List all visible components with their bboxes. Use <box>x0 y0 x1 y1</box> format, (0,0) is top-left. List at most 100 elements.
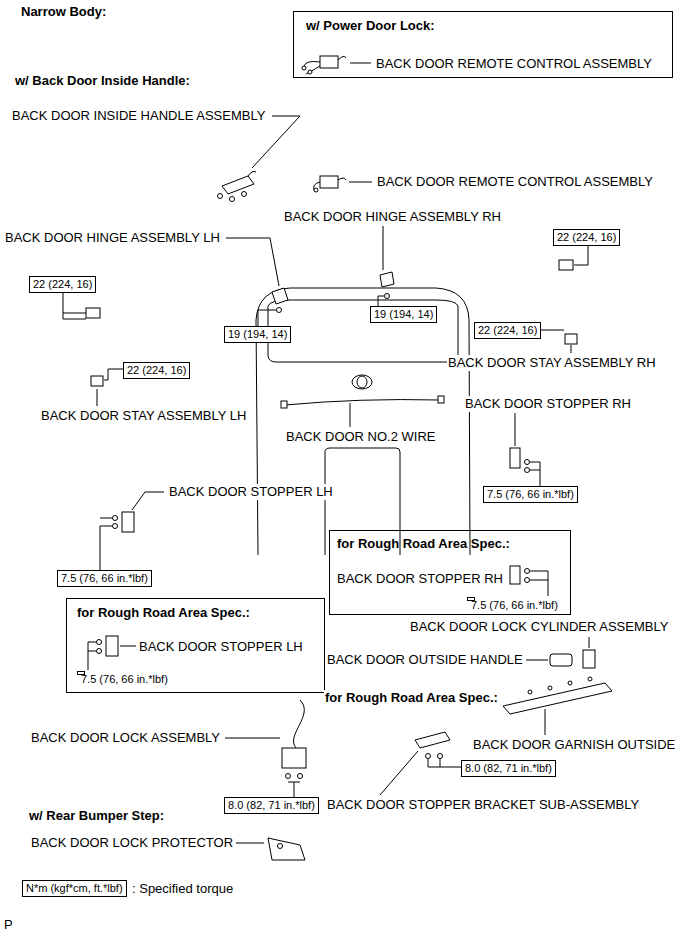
stopper-rh-part <box>510 448 520 468</box>
part-name: BACK DOOR STAY ASSEMBLY LH <box>40 408 247 424</box>
torque-spec: 19 (194, 14) <box>370 306 437 323</box>
back-door-part <box>357 376 367 388</box>
part-name: BACK DOOR STOPPER RH <box>337 571 503 587</box>
stopper-rh-rough-road-part <box>525 569 530 574</box>
part-name: BACK DOOR LOCK CYLINDER ASSEMBLY <box>409 619 669 635</box>
torque-value: 19 (194, 14) <box>374 308 433 321</box>
inside-handle <box>218 116 301 202</box>
section-heading: Narrow Body: <box>20 4 107 20</box>
stay-rh <box>541 244 588 353</box>
part-name: BACK DOOR STAY ASSEMBLY RH <box>447 355 657 371</box>
remote-control-part <box>314 178 346 190</box>
hinge-lh-part <box>272 288 288 304</box>
torque-spec: 19 (194, 14) <box>224 326 291 343</box>
remote-control-power-lock-part <box>304 56 346 74</box>
lock-assembly-part <box>225 738 280 739</box>
hinge-rh-part <box>378 296 384 306</box>
hinge-lh-part <box>277 308 282 313</box>
hinge-rh-part <box>380 272 394 287</box>
part-name: BACK DOOR STOPPER RH <box>464 396 632 412</box>
stay-lh-part <box>63 290 86 319</box>
part-name: BACK DOOR OUTSIDE HANDLE <box>326 652 524 668</box>
lock-cylinder-handle-garnish-part <box>588 677 592 681</box>
frame-heading: for Rough Road Area Spec.: <box>77 605 250 621</box>
torque-spec: 7.5 (76, 66 in.*lbf) <box>483 486 578 503</box>
part-name: BACK DOOR LOCK ASSEMBLY <box>30 730 221 746</box>
torque-spec: 8.0 (82, 71 in.*lbf) <box>461 760 556 777</box>
part-name: BACK DOOR GARNISH OUTSIDE <box>472 737 676 753</box>
stopper-rh <box>510 413 540 486</box>
part-name: BACK DOOR LOCK PROTECTOR <box>30 835 234 851</box>
torque-value: 7.5 (76, 66 in.*lbf) <box>487 488 574 501</box>
stopper-rh-part <box>525 460 530 465</box>
option-frame: for Rough Road Area Spec.: BACK DOOR STOP… <box>329 530 571 615</box>
stopper-rh-part <box>525 468 530 473</box>
hinge-rh-part <box>385 294 390 299</box>
stay-lh <box>63 290 123 406</box>
remote-control-part <box>349 182 372 183</box>
lock-cylinder-handle-garnish-part <box>545 709 546 735</box>
lock-protector-part <box>278 844 283 849</box>
lock-protector <box>236 838 305 860</box>
back-door-wire-part <box>438 396 444 403</box>
part-name: BACK DOOR NO.2 WIRE <box>285 429 437 445</box>
stopper-lh-rough-road-part <box>97 649 102 654</box>
part-name: BACK DOOR HINGE ASSEMBLY LH <box>4 230 221 246</box>
inside-handle-part <box>230 197 235 202</box>
stopper-lh-part <box>132 492 164 510</box>
stopper-rh-part <box>530 462 540 486</box>
stopper-rh-rough-road-part <box>510 566 520 584</box>
torque-value: 8.0 (82, 71 in.*lbf) <box>228 799 315 812</box>
remote-control <box>314 176 372 192</box>
stopper-rh-rough-road-part <box>525 578 530 583</box>
remote-control-part <box>320 176 338 188</box>
lock-cylinder-handle-garnish-part <box>526 660 548 661</box>
remote-control-power-lock-part <box>320 56 338 68</box>
hinge-lh-part <box>258 310 276 326</box>
stay-rh-part <box>571 345 572 353</box>
stopper-lh-rough-road-part <box>106 636 118 656</box>
back-door-part <box>268 300 458 362</box>
lock-protector-part <box>268 838 305 860</box>
stay-lh-part <box>91 376 103 386</box>
hinge-lh-part <box>226 238 279 286</box>
stopper-rh-rough-road <box>510 566 548 596</box>
stopper-lh-rough-road-part <box>97 640 102 645</box>
torque-value: 8.0 (82, 71 in.*lbf) <box>465 762 552 775</box>
stopper-lh-part <box>122 512 134 532</box>
hinge-lh <box>226 238 288 326</box>
stopper-bracket-part <box>380 751 418 795</box>
stay-lh-part <box>86 308 100 318</box>
stopper-bracket <box>380 732 461 795</box>
lock-cylinder-handle-garnish-part <box>568 681 572 685</box>
lock-assembly-part <box>286 774 291 779</box>
torque-value: 22 (224, 16) <box>557 231 616 244</box>
torque-value: 19 (194, 14) <box>228 328 287 341</box>
inside-handle-part <box>222 176 254 194</box>
lock-cylinder-handle-garnish-part <box>503 683 612 714</box>
stopper-lh-rough-road-part <box>88 642 96 670</box>
remote-control-power-lock-part <box>308 70 312 74</box>
stay-rh-part <box>574 244 588 265</box>
stay-rh-part <box>559 260 573 270</box>
stopper-rh-rough-road-part <box>530 571 548 596</box>
torque-value: 7.5 (76, 66 in.*lbf) <box>81 673 168 686</box>
remote-control-power-lock-part <box>350 63 371 64</box>
torque-value: 22 (224, 16) <box>478 324 537 337</box>
stopper-lh-part <box>113 516 118 521</box>
stopper-lh-rough-road-part <box>120 646 136 647</box>
part-name: BACK DOOR REMOTE CONTROL ASSEMBLY <box>376 56 652 72</box>
variant-heading: for Rough Road Area Spec.: <box>324 690 499 706</box>
stay-lh-part <box>92 318 97 378</box>
remote-control-power-lock <box>302 56 371 74</box>
inside-handle-part <box>242 192 247 197</box>
torque-value: 7.5 (76, 66 in.*lbf) <box>471 599 558 612</box>
stopper-rh-part <box>515 413 516 446</box>
lock-assembly-part <box>294 700 305 748</box>
back-door-wire-part <box>285 400 440 405</box>
frame-heading: for Rough Road Area Spec.: <box>337 536 510 552</box>
stopper-bracket-part <box>415 732 450 748</box>
stopper-bracket-part <box>438 754 443 759</box>
hinge-rh-part <box>383 226 384 270</box>
